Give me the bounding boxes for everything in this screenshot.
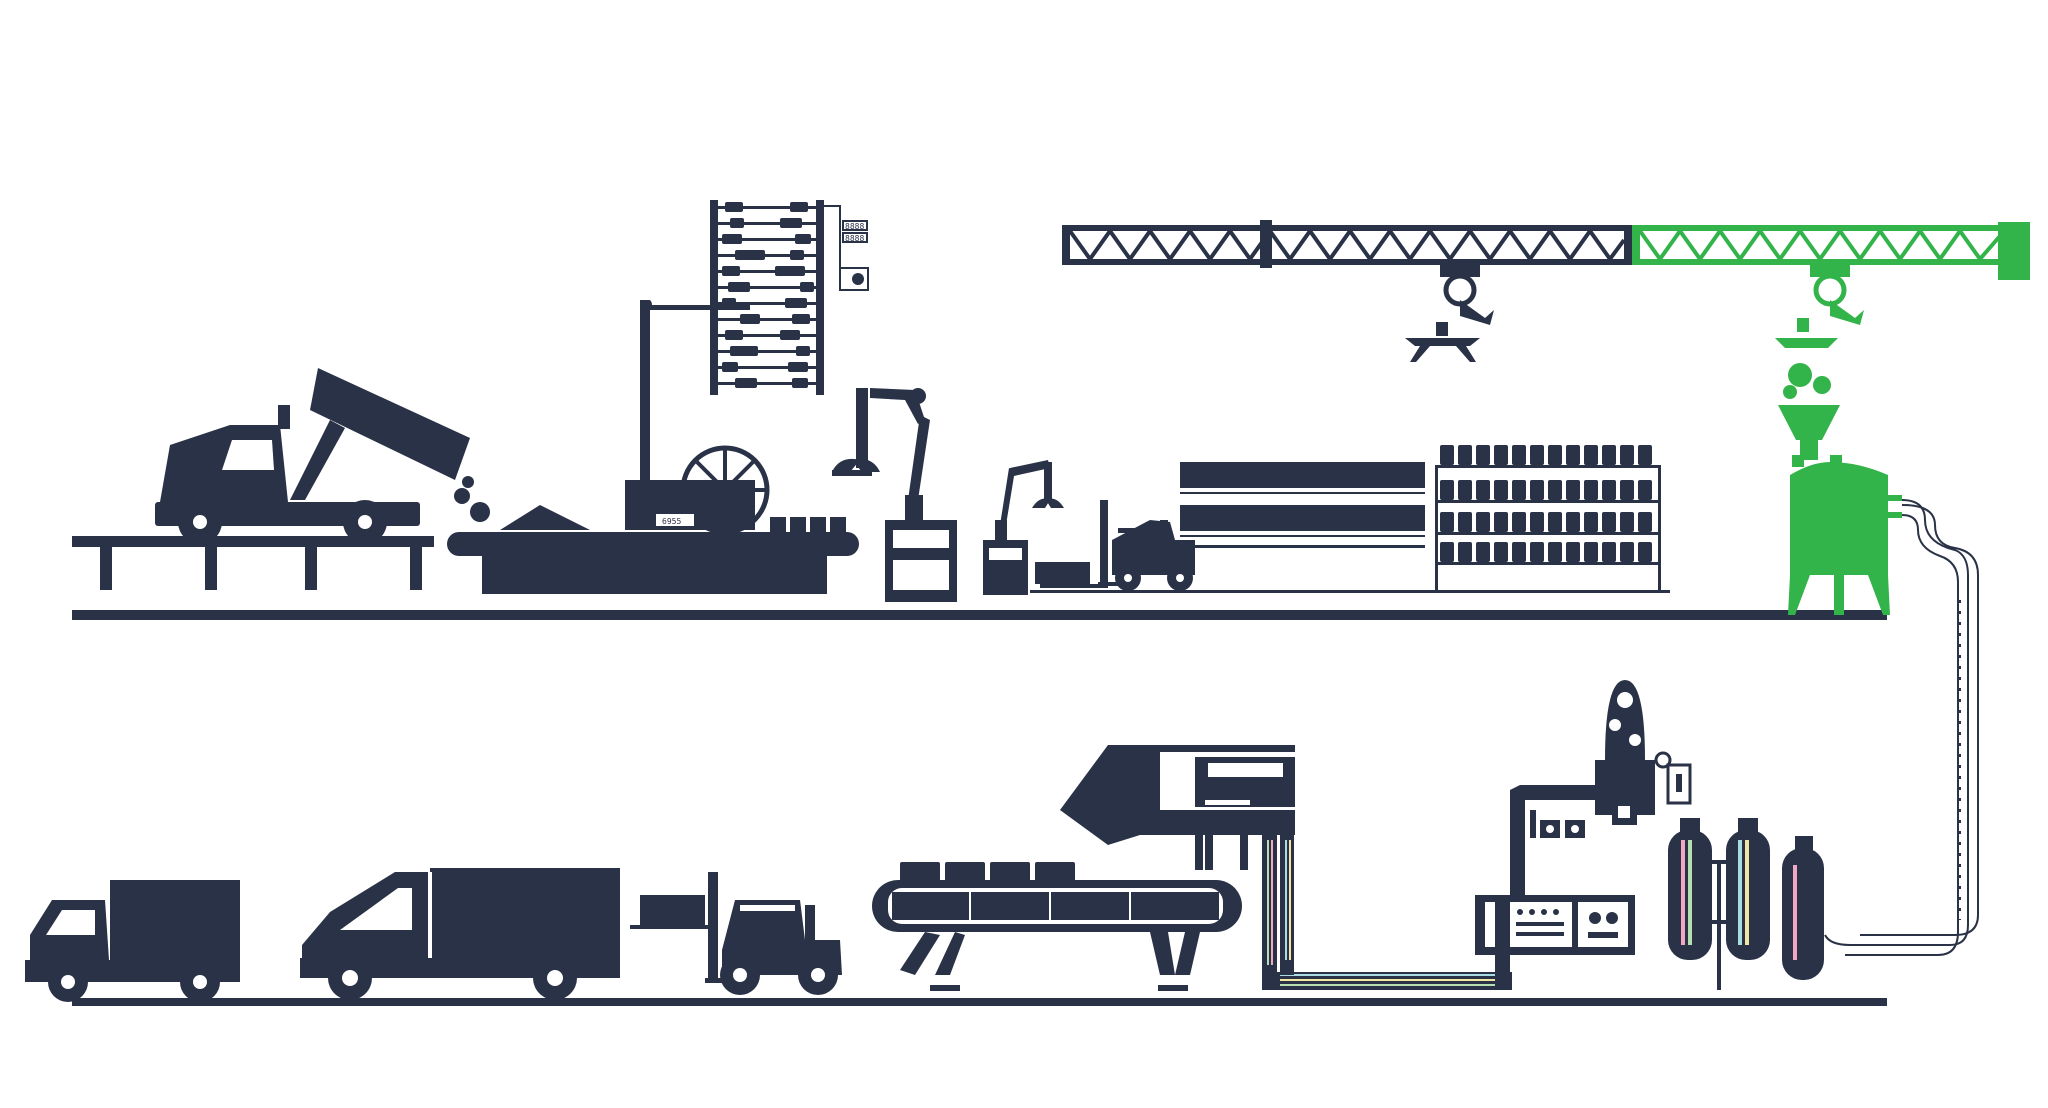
reel-machine-icon: 6955 bbox=[625, 300, 770, 535]
forklift-icon bbox=[1035, 500, 1195, 591]
robot-arm-2-icon bbox=[983, 460, 1064, 595]
truck-cab-window bbox=[46, 910, 95, 935]
connector-pipes bbox=[1262, 830, 1512, 990]
packaging-machine-icon bbox=[872, 745, 1300, 991]
forklift-2-icon bbox=[630, 872, 842, 995]
lower-floor-line bbox=[72, 998, 1887, 1006]
abacus-rack-icon: 8888 8888 bbox=[710, 200, 869, 395]
shelving-icon bbox=[1180, 462, 1425, 548]
delivery-van-icon bbox=[300, 868, 620, 1000]
gantry-crane-icon bbox=[1062, 220, 2030, 280]
counter-label: 6955 bbox=[662, 517, 681, 526]
robot-arm-icon bbox=[832, 388, 957, 602]
crane-grabber-icon bbox=[1405, 265, 1494, 362]
upper-floor-line bbox=[72, 610, 1887, 620]
warehouse-floor bbox=[1030, 590, 1670, 593]
truck-window bbox=[222, 440, 274, 470]
pipeline-icon bbox=[1824, 499, 1979, 956]
cylinder-gauges bbox=[1681, 840, 1797, 960]
box-truck-icon bbox=[25, 880, 240, 1002]
panel-label-bottom: 8888 bbox=[845, 234, 864, 243]
panel-label-top: 8888 bbox=[845, 222, 864, 231]
dump-truck-icon bbox=[72, 368, 490, 590]
machine-keypad bbox=[1212, 780, 1256, 795]
van-window bbox=[340, 888, 412, 930]
lower-floor bbox=[25, 680, 1887, 1006]
jar-rack-icon bbox=[1435, 445, 1661, 591]
upper-floor: 6955 bbox=[72, 200, 2030, 620]
conveyor-icon bbox=[447, 505, 859, 594]
mixing-tank-icon bbox=[1775, 265, 1902, 615]
